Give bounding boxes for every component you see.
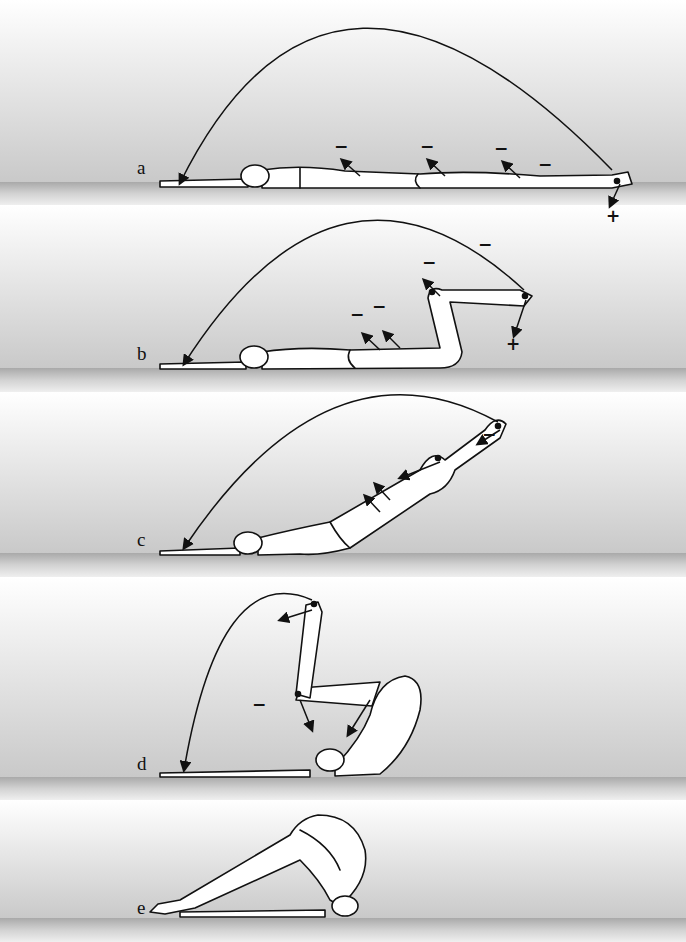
force-arrow: [424, 280, 440, 296]
force-sign: −: [350, 306, 364, 323]
force-sign: −: [538, 156, 552, 173]
force-arrow: [363, 334, 380, 350]
force-sign: −: [372, 298, 386, 315]
force-arrow: [300, 700, 312, 730]
force-arrow: [384, 332, 400, 348]
body-figure: [160, 602, 421, 778]
force-sign: −: [334, 138, 348, 155]
force-arrow: [280, 610, 312, 620]
force-arrow: [610, 184, 620, 206]
force-arrow: [503, 162, 520, 178]
floor-band: [0, 777, 686, 800]
panel-letter: a: [137, 158, 145, 177]
body-figure: [160, 165, 632, 188]
motion-arc: [184, 220, 524, 364]
force-arrow: [428, 160, 445, 176]
force-sign: −: [252, 696, 266, 713]
motion-arc: [184, 395, 498, 548]
force-sign: +: [606, 208, 620, 225]
panel-background: [0, 0, 686, 182]
force-sign: −: [422, 254, 436, 271]
force-arrow: [400, 462, 440, 478]
floor-band: [0, 368, 686, 392]
motion-arc: [180, 28, 612, 183]
force-sign: −: [482, 426, 496, 443]
floor-band: [0, 553, 686, 577]
panel-letter: d: [137, 754, 147, 773]
panel-background: [0, 800, 686, 918]
force-arrow: [348, 700, 370, 735]
force-arrow: [342, 160, 360, 176]
body-figure: [150, 815, 366, 917]
force-sign: +: [506, 336, 520, 353]
force-arrow: [375, 484, 390, 500]
force-arrow: [365, 496, 380, 512]
force-arrow: [514, 300, 526, 336]
force-sign: −: [420, 138, 434, 155]
panel-background: [0, 205, 686, 368]
body-figure: [160, 420, 506, 555]
body-figure: [160, 289, 532, 369]
force-sign: −: [494, 140, 508, 157]
panel-letter: b: [137, 344, 147, 363]
panel-background: [0, 577, 686, 777]
panel-letter: e: [137, 898, 145, 917]
motion-arc: [184, 594, 312, 770]
force-sign: −: [478, 236, 492, 253]
panel-letter: c: [137, 530, 145, 549]
floor-band: [0, 918, 686, 942]
